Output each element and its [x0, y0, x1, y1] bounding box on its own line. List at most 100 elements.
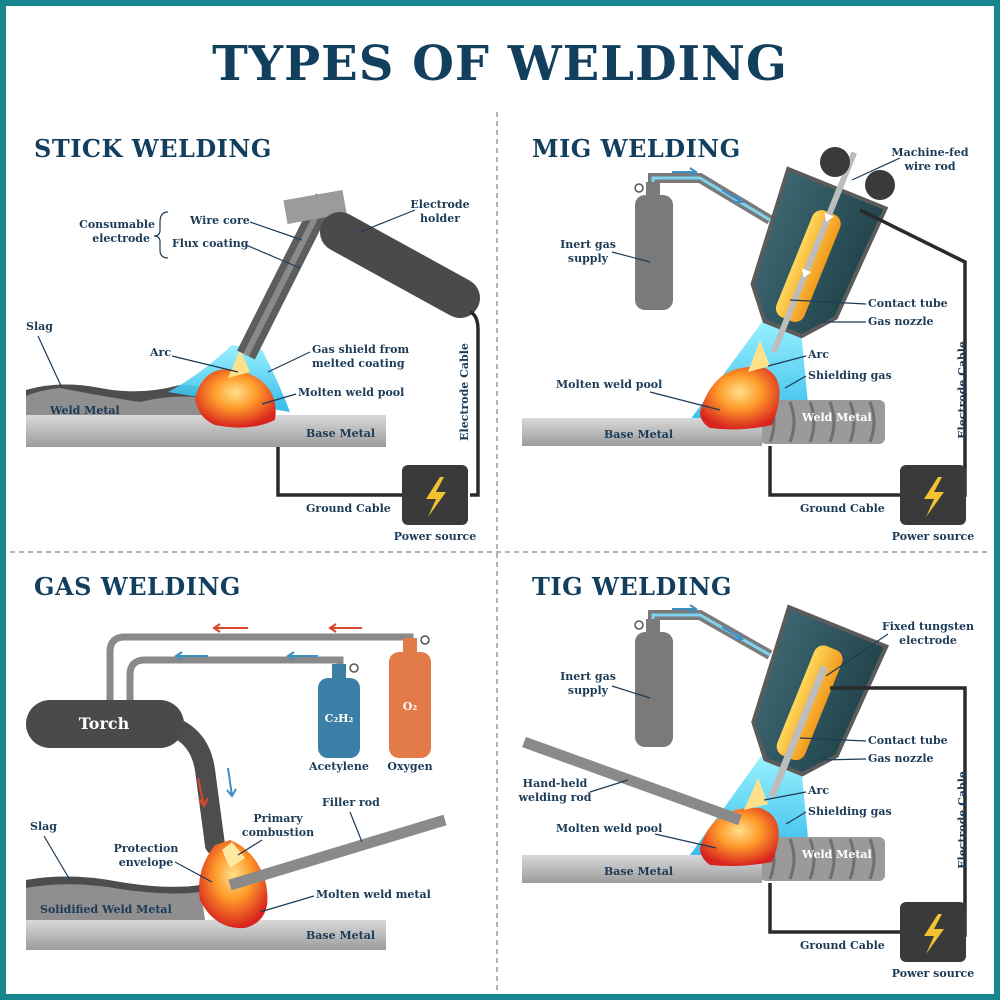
mig-label-wire-rod-1: Machine-fed [891, 146, 968, 159]
mig-label-inert-gas-2: supply [568, 252, 609, 265]
tig-label-power-source: Power source [892, 967, 974, 980]
mig-wire-arrow-2 [802, 268, 812, 278]
gas-arrow-blue-1 [174, 651, 208, 661]
gas-label-base-metal: Base Metal [306, 929, 375, 942]
tig-label-base-metal: Base Metal [604, 865, 673, 878]
mig-gas-arrow-2 [721, 189, 744, 203]
mig-label-contact-tube: Contact tube [868, 297, 948, 310]
tig-tungsten-electrode [768, 665, 828, 798]
gas-label-acetylene-formula: C₂H₂ [325, 712, 354, 725]
stick-label-base-metal: Base Metal [306, 427, 375, 440]
gas-label-oxygen: Oxygen [387, 760, 432, 773]
mig-label-electrode-cable: Electrode Cable [956, 341, 969, 439]
gas-label-slag: Slag [30, 820, 57, 833]
tig-lead-hand-rod [589, 779, 629, 793]
stick-label-electrode: electrode [92, 232, 150, 245]
stick-label-gas-shield-1: Gas shield from [312, 343, 409, 356]
mig-label-weld-metal: Weld Metal [801, 411, 872, 424]
gas-label-primary-1: Primary [253, 812, 303, 825]
main-title: TYPES OF WELDING [212, 36, 788, 92]
stick-label-slag: Slag [26, 320, 53, 333]
stick-label-holder-1: Electrode [410, 198, 469, 211]
mig-gas-arrow-1 [672, 167, 698, 177]
gas-lead-filler-rod [349, 811, 363, 843]
stick-label-gas-shield-2: melted coating [312, 357, 405, 370]
tig-weld-bead [760, 837, 885, 881]
stick-ground-cable [276, 447, 402, 497]
mig-cylinder-neck [646, 182, 660, 198]
stick-brace [153, 211, 169, 259]
gas-label-protection-2: envelope [119, 856, 174, 869]
stick-label-electrode-cable: Electrode Cable [458, 343, 471, 441]
tig-lead-shielding-gas [785, 811, 807, 825]
stick-label-consumable: Consumable [79, 218, 155, 231]
gas-base-metal [26, 920, 386, 950]
mig-electrode-cable [859, 208, 967, 497]
gas-label-oxygen-formula: O₂ [403, 700, 418, 713]
tig-hand-held-rod [522, 736, 742, 826]
gas-oxygen-hose [106, 633, 414, 700]
stick-label-wire-core: Wire core [189, 214, 250, 227]
mig-molten-pool [700, 366, 780, 430]
lightning-bolt-icon [924, 914, 944, 954]
mig-label-base-metal: Base Metal [604, 428, 673, 441]
gas-lead-slag [43, 835, 71, 881]
tig-label-tungsten-1: Fixed tungsten [882, 620, 974, 633]
mig-feed-roller-2 [865, 170, 895, 200]
tig-gas-arrow-1 [672, 604, 698, 614]
gas-filler-rod [228, 814, 447, 891]
gas-arrow-red-2 [328, 623, 362, 633]
mig-label-shielding-gas: Shielding gas [808, 369, 892, 382]
stick-label-arc: Arc [149, 346, 171, 359]
mig-lead-inert-gas [611, 251, 651, 263]
mig-label-ground-cable: Ground Cable [800, 502, 885, 515]
stick-label-power-source: Power source [394, 530, 476, 543]
tig-label-tungsten-2: electrode [899, 634, 957, 647]
gas-welding-title: GAS WELDING [34, 572, 241, 601]
gas-slag [26, 876, 200, 894]
gas-label-primary-2: combustion [242, 826, 314, 839]
gas-label-protection-1: Protection [114, 842, 179, 855]
gas-label-solidified: Solidified Weld Metal [40, 903, 172, 916]
mig-label-arc: Arc [807, 348, 829, 361]
mig-welding-panel: Machine-fed wire rod Inert gas supply Co… [522, 146, 974, 543]
gas-acetylene-valve [349, 663, 359, 673]
tig-label-ground-cable: Ground Cable [800, 939, 885, 952]
tig-cylinder-neck [646, 619, 660, 635]
stick-electrode-cable [469, 310, 480, 497]
tig-lead-inert-gas [611, 685, 651, 699]
mig-welding-title: MIG WELDING [532, 134, 741, 163]
tig-label-arc: Arc [807, 784, 829, 797]
stick-lead-arc [171, 355, 239, 373]
tig-label-contact-tube: Contact tube [868, 734, 948, 747]
mig-gas-flow [651, 176, 771, 222]
mig-feed-roller-1 [820, 147, 850, 177]
stick-electrode-holder [320, 212, 480, 318]
stick-lead-holder [359, 209, 416, 233]
gas-label-acetylene: Acetylene [308, 760, 369, 773]
lightning-bolt-icon [426, 477, 446, 517]
gas-lead-molten-weld-metal [259, 895, 315, 913]
tig-gas-arrow-2 [721, 626, 744, 640]
mig-label-molten-pool: Molten weld pool [556, 378, 662, 391]
mig-lead-molten-pool [649, 391, 721, 411]
stick-label-holder-2: holder [420, 212, 460, 225]
tig-welding-panel: Fixed tungsten electrode Inert gas suppl… [518, 604, 974, 980]
tig-label-molten-pool: Molten weld pool [556, 822, 662, 835]
mig-lead-contact-tube [789, 299, 867, 305]
stick-label-molten-pool: Molten weld pool [298, 386, 404, 399]
stick-welding-title: STICK WELDING [34, 134, 272, 163]
gas-label-filler-rod: Filler rod [322, 796, 380, 809]
gas-acetylene-neck [332, 664, 346, 680]
tig-arc [744, 778, 768, 810]
gas-oxygen-valve [420, 635, 430, 645]
tig-label-hand-rod-1: Hand-held [523, 777, 588, 790]
gas-lead-primary [237, 839, 263, 856]
gas-cylinder-icon [635, 195, 673, 310]
mig-weld-bead [760, 400, 885, 444]
tig-lead-molten-pool [654, 833, 717, 849]
gas-arrow-red-1 [212, 623, 248, 633]
lightning-bolt-icon [924, 477, 944, 517]
stick-lead-flux [245, 244, 301, 269]
